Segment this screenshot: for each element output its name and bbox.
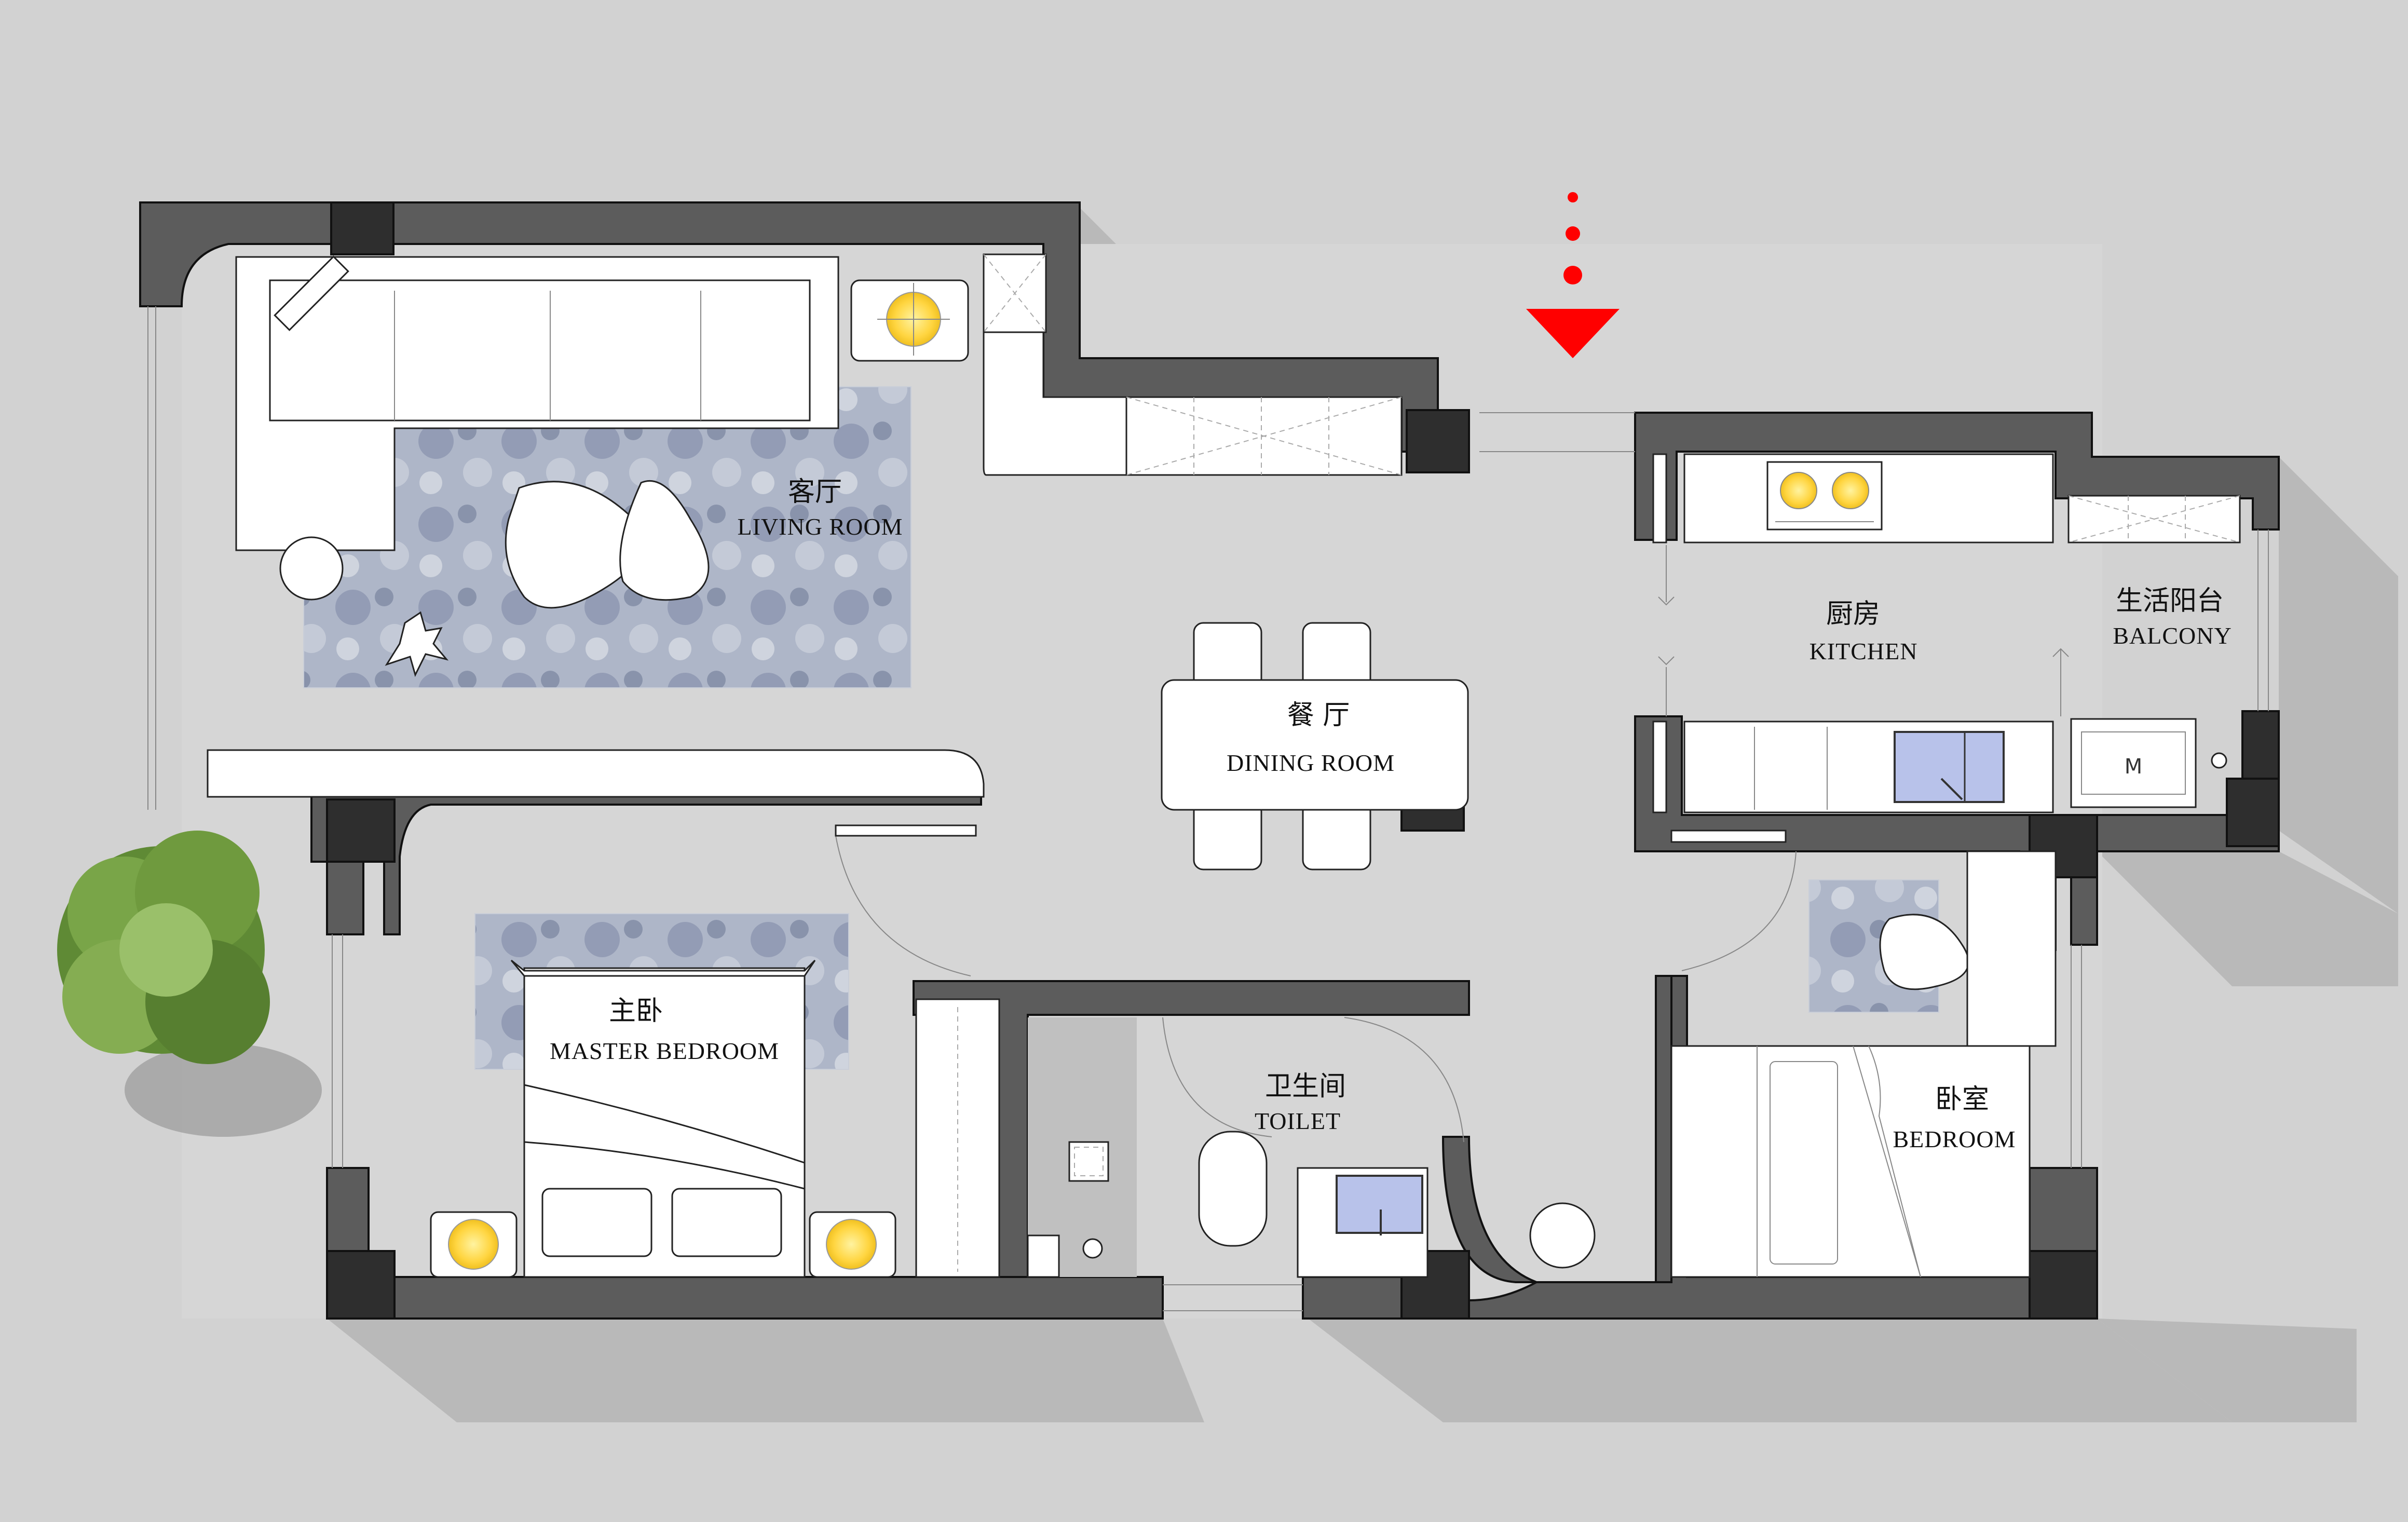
door-markers	[1658, 545, 2069, 716]
entry-arrow-icon	[1526, 192, 1620, 358]
toilet-label-cn: 卫生间	[1265, 1071, 1346, 1102]
master-bedroom-label-cn: 主卧	[609, 996, 663, 1027]
dining-area: 餐 厅 DINING ROOM	[1161, 622, 1469, 871]
columns	[326, 201, 2280, 1320]
floor-drain	[1068, 1141, 1109, 1182]
svg-text:M: M	[2125, 755, 2143, 779]
windows	[147, 306, 2269, 1311]
living-room-label-cn: 客厅	[788, 477, 842, 508]
dining-table	[1161, 679, 1469, 811]
dining-room-label-cn: 餐 厅	[1287, 700, 1350, 731]
kitchen-label-cn: 厨房	[1826, 599, 1880, 630]
kitchen: M 厨房 KITCHEN 生活阳台 BALCONY	[1652, 453, 2241, 813]
stove-burner-icon	[1780, 472, 1817, 509]
sink-icon	[1336, 1175, 1423, 1234]
bedroom: 卧室 BEDROOM	[1670, 830, 2057, 1278]
stove-burner-icon	[1832, 472, 1869, 509]
living-room-label-en: LIVING ROOM	[738, 513, 903, 540]
dining-chair	[1302, 801, 1371, 871]
bedroom-label-en: BEDROOM	[1893, 1126, 2016, 1152]
built-in-bench	[207, 749, 985, 798]
toilet-room: 卫生间 TOILET	[1027, 1017, 1596, 1278]
bedroom-label-cn: 卧室	[1935, 1084, 1989, 1115]
toilet-label-en: TOILET	[1255, 1108, 1341, 1134]
armchair	[1879, 914, 1969, 990]
dining-chair	[1193, 801, 1262, 871]
round-stool	[1529, 1202, 1596, 1269]
bedside-lamp-icon	[826, 1219, 877, 1270]
toy-figure	[385, 611, 449, 677]
balcony-label-en: BALCONY	[2113, 622, 2232, 649]
bedside-lamp-icon	[448, 1219, 499, 1270]
coffee-table-small	[619, 480, 710, 601]
master-bedroom: 主卧 MASTER BEDROOM	[430, 824, 1000, 1278]
coffee-table	[505, 481, 643, 609]
kitchen-label-en: KITCHEN	[1810, 638, 1918, 664]
living-room: 客厅 LIVING ROOM	[235, 253, 1403, 688]
side-table	[279, 536, 344, 601]
sink-icon	[1894, 731, 2005, 803]
toilet-fixture-icon	[1198, 1131, 1268, 1247]
washing-machine	[2070, 718, 2197, 808]
tree-icon	[57, 831, 322, 1137]
dining-room-label-en: DINING ROOM	[1227, 750, 1395, 776]
master-bedroom-label-en: MASTER BEDROOM	[550, 1038, 779, 1064]
balcony-label-cn: 生活阳台	[2116, 586, 2224, 617]
bedroom-bed	[1670, 1045, 2031, 1278]
